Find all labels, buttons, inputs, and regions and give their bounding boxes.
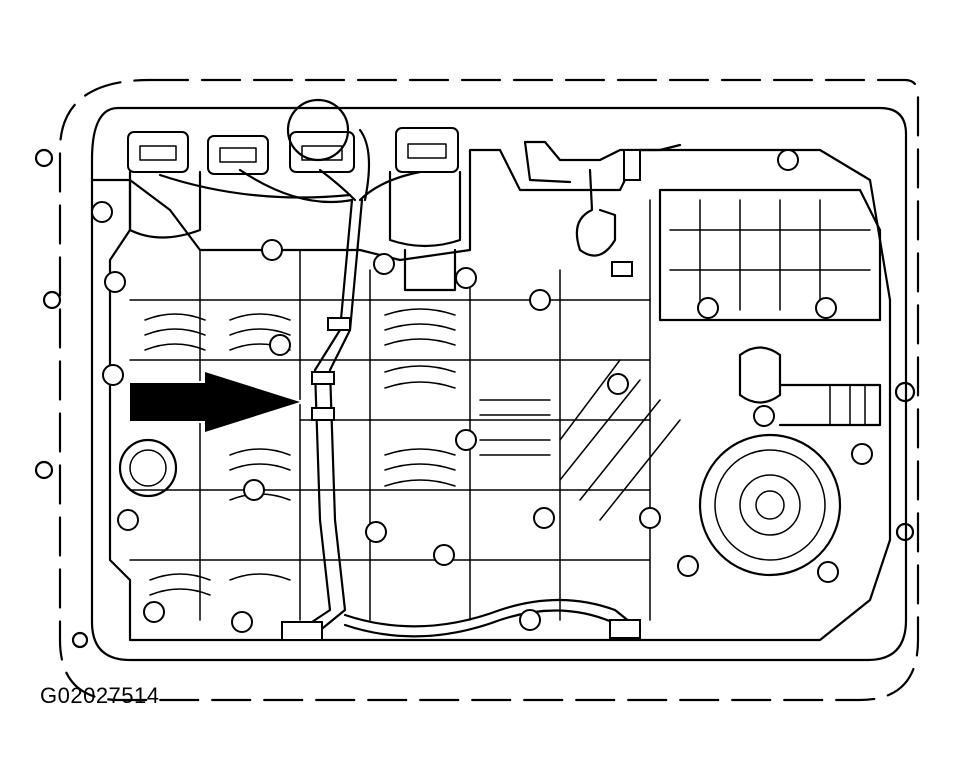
pan-gasket-outline	[58, 78, 920, 702]
arrow-right-icon	[128, 369, 307, 435]
accumulator-body	[559, 188, 882, 577]
solenoid-connectors	[127, 98, 462, 292]
valve-body	[90, 148, 892, 642]
flange-holes	[34, 148, 916, 649]
valve-body-bolts	[91, 149, 873, 633]
sensor-bracket	[523, 140, 682, 277]
figure-id-label: G02027514	[40, 683, 160, 708]
wiring-harness	[158, 128, 642, 641]
